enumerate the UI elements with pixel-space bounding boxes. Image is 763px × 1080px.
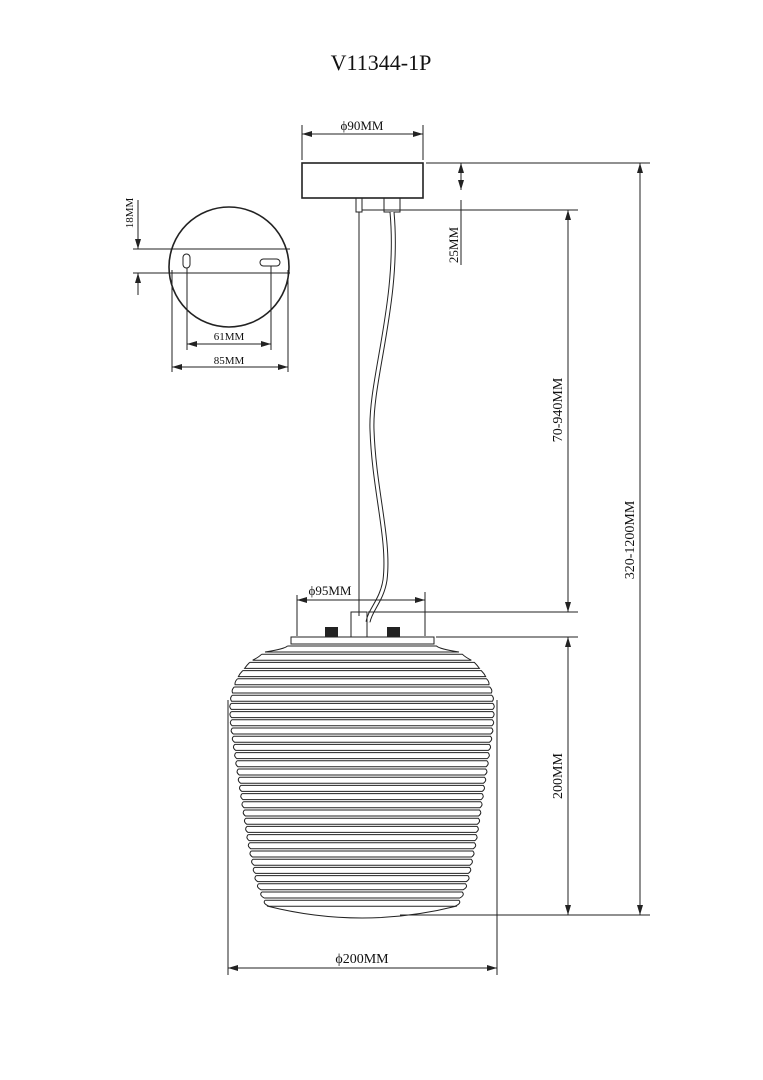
dim-total-height: 320-1200MM	[623, 500, 638, 579]
shade-rib	[254, 875, 470, 883]
shade-rib	[231, 735, 493, 743]
shade-rib	[232, 743, 492, 751]
mounting-plate-view: 18MM 61MM 85MM	[124, 198, 290, 372]
dim-shade-diameter: ϕ200MM	[335, 952, 389, 967]
shade-rib	[234, 678, 490, 686]
shade-rib	[245, 825, 479, 833]
shade-rib	[249, 850, 475, 858]
shade-rib	[246, 834, 478, 842]
shade-cap: ϕ95MM	[290, 583, 435, 645]
ribbed-glass-shade	[229, 645, 495, 919]
shade-rib	[237, 776, 487, 784]
dim-plate-width: 85MM	[214, 355, 245, 367]
shade-rib	[229, 719, 495, 727]
shade-rib	[229, 702, 495, 710]
shade-rib	[252, 653, 472, 661]
shade-bottom	[266, 905, 458, 919]
shade-rib	[241, 801, 483, 809]
shade-rib	[230, 694, 494, 702]
shade-diameter-dimension: ϕ200MM	[227, 700, 498, 975]
shade-rib	[256, 883, 468, 891]
model-title: V11344-1P	[331, 50, 432, 75]
shade-rib	[230, 727, 494, 735]
shade-rib	[240, 793, 484, 801]
shade-rib	[229, 711, 495, 719]
vertical-dimensions: 70-940MM 200MM 320-1200MM	[368, 163, 650, 916]
mounting-hole-icon	[182, 253, 191, 269]
shade-rib	[243, 661, 481, 669]
shade-rib	[247, 842, 477, 850]
shade-rib	[231, 686, 493, 694]
dim-shade-height: 200MM	[551, 753, 566, 799]
shade-rib	[237, 670, 487, 678]
plate-circle	[168, 206, 290, 328]
mounting-slot-icon	[259, 258, 281, 267]
shade-rib	[239, 784, 485, 792]
shade-rib	[236, 768, 488, 776]
dim-canopy-diameter: ϕ90MM	[341, 118, 384, 133]
dim-cable-length: 70-940MM	[551, 377, 566, 442]
shade-rib	[234, 752, 490, 760]
dim-plate-offset: 18MM	[124, 198, 136, 229]
shade-rib	[251, 858, 473, 866]
dim-canopy-height: 25MM	[446, 227, 461, 264]
dim-cap-diameter: ϕ95MM	[309, 583, 352, 598]
shade-rib	[252, 866, 472, 874]
shade-rib	[260, 891, 464, 899]
shade-rib	[243, 817, 481, 825]
dim-hole-spacing: 61MM	[214, 331, 245, 343]
shade-rib	[242, 809, 482, 817]
shade-rib	[263, 899, 461, 907]
shade-rib	[264, 645, 460, 653]
shade-rib	[235, 760, 489, 768]
canopy: ϕ90MM 25MM	[301, 118, 650, 265]
